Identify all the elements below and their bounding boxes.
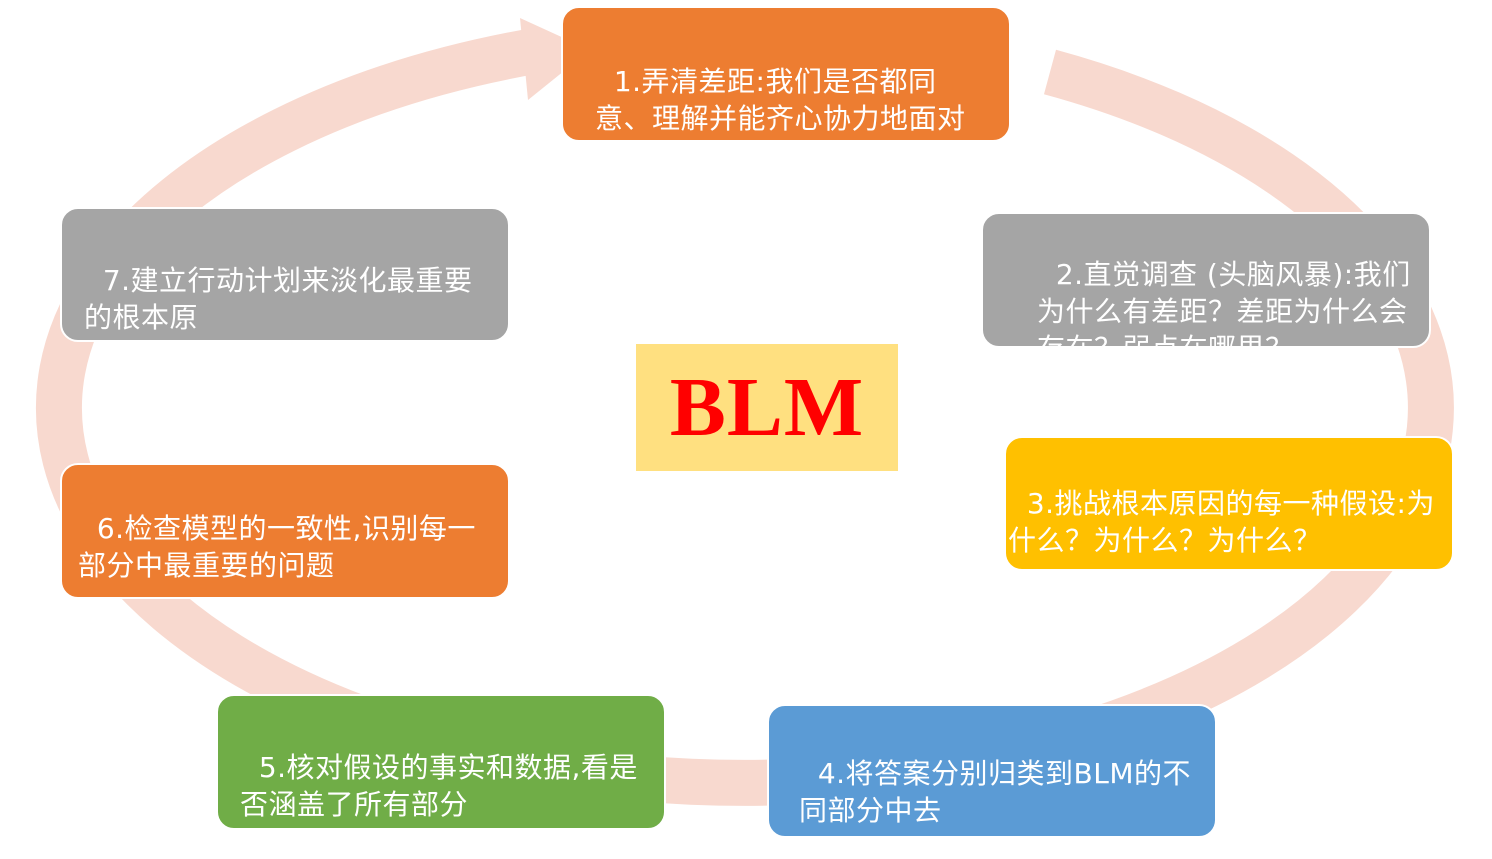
step-6-box: 6.检查模型的一致性,识别每一部分中最重要的问题 bbox=[60, 463, 510, 599]
cycle-arrowhead bbox=[520, 18, 590, 100]
step-5-text: 5.核对假设的事实和数据,看是否涵盖了所有部分 bbox=[240, 751, 638, 821]
step-3-box: 3.挑战根本原因的每一种假设:为什么？为什么？为什么？ bbox=[1004, 436, 1454, 571]
step-3-text: 3.挑战根本原因的每一种假设:为什么？为什么？为什么？ bbox=[1008, 487, 1435, 557]
step-6-text: 6.检查模型的一致性,识别每一部分中最重要的问题 bbox=[78, 512, 476, 582]
step-1-box: 1.弄清差距:我们是否都同意、理解并能齐心协力地面对差距？ bbox=[561, 6, 1011, 142]
step-1-text: 1.弄清差距:我们是否都同意、理解并能齐心协力地面对差距？ bbox=[595, 65, 966, 140]
step-5-box: 5.核对假设的事实和数据,看是否涵盖了所有部分 bbox=[216, 694, 666, 830]
step-4-text: 4.将答案分别归类到BLM的不同部分中去 bbox=[799, 757, 1191, 827]
step-4-box: 4.将答案分别归类到BLM的不同部分中去 bbox=[767, 704, 1217, 838]
step-7-text: 7.建立行动计划来淡化最重要的根本原 bbox=[84, 264, 473, 334]
center-title: BLM bbox=[669, 361, 865, 454]
step-7-box: 7.建立行动计划来淡化最重要的根本原 bbox=[60, 207, 510, 342]
step-2-box: 2.直觉调查 (头脑风暴):我们为什么有差距？差距为什么会存在？弱点在哪里？ bbox=[981, 212, 1431, 348]
step-2-text: 2.直觉调查 (头脑风暴):我们为什么有差距？差距为什么会存在？弱点在哪里？ bbox=[1037, 258, 1411, 346]
center-title-box: BLM bbox=[636, 344, 898, 471]
